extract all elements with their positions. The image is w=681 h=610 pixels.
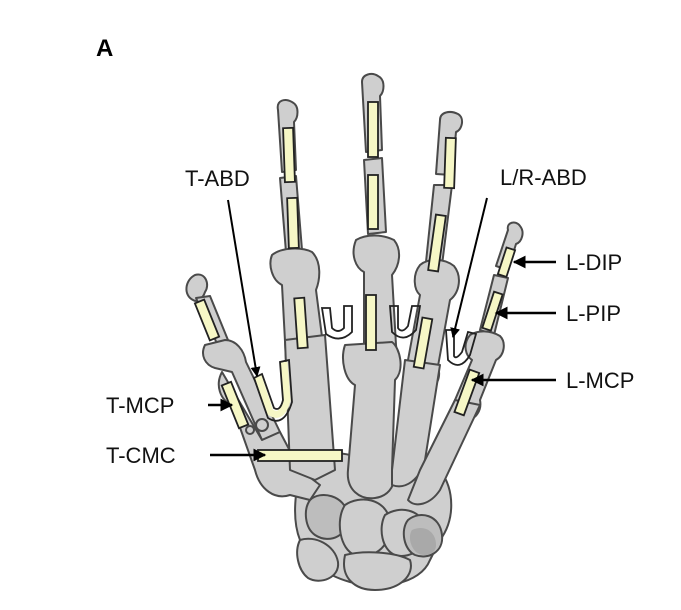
- arrow-lr-abd: [450, 197, 488, 338]
- panel-label: A: [96, 35, 113, 62]
- hand-bones: [185, 73, 524, 591]
- sensor-index-distal: [282, 126, 296, 184]
- sensor-index-middle: [286, 196, 300, 250]
- sensor-index-middle-abduction: [320, 305, 353, 340]
- sensor-thumb-cmc: [257, 449, 343, 462]
- label-t-cmc: T-CMC: [106, 443, 176, 468]
- carpal-bones: [294, 452, 453, 591]
- pointer-arrows: [208, 197, 556, 462]
- sensor-middle-ring-abduction: [389, 305, 422, 339]
- middle-finger-bones: [342, 73, 402, 500]
- sensor-little-distal: [496, 246, 517, 278]
- sensor-ring-distal: [443, 136, 457, 190]
- sensor-ring-little-abduction: [445, 329, 478, 366]
- sensor-middle-middle: [367, 174, 379, 230]
- arrow-t-abd: [227, 199, 261, 377]
- sensor-middle-proximal: [365, 294, 377, 351]
- index-finger-bones: [269, 99, 336, 481]
- label-l-mcp: L-MCP: [566, 368, 634, 393]
- label-t-abd: T-ABD: [185, 166, 250, 191]
- label-l-dip: L-DIP: [566, 250, 622, 275]
- sensor-ring-proximal: [412, 316, 434, 370]
- label-lr-abd: L/R-ABD: [500, 165, 587, 190]
- sensor-thumb-distal: [193, 298, 221, 342]
- sensor-index-proximal: [293, 296, 309, 350]
- sensor-labels: T-ABD L/R-ABD L-DIP L-PIP L-MCP T-MCP T-…: [106, 165, 634, 468]
- sensors: [193, 101, 517, 462]
- sensor-ring-middle: [427, 213, 447, 273]
- sensor-middle-distal: [367, 101, 379, 158]
- sensor-thumb-abduction: [252, 358, 293, 422]
- label-l-pip: L-PIP: [566, 301, 621, 326]
- label-t-mcp: T-MCP: [106, 393, 174, 418]
